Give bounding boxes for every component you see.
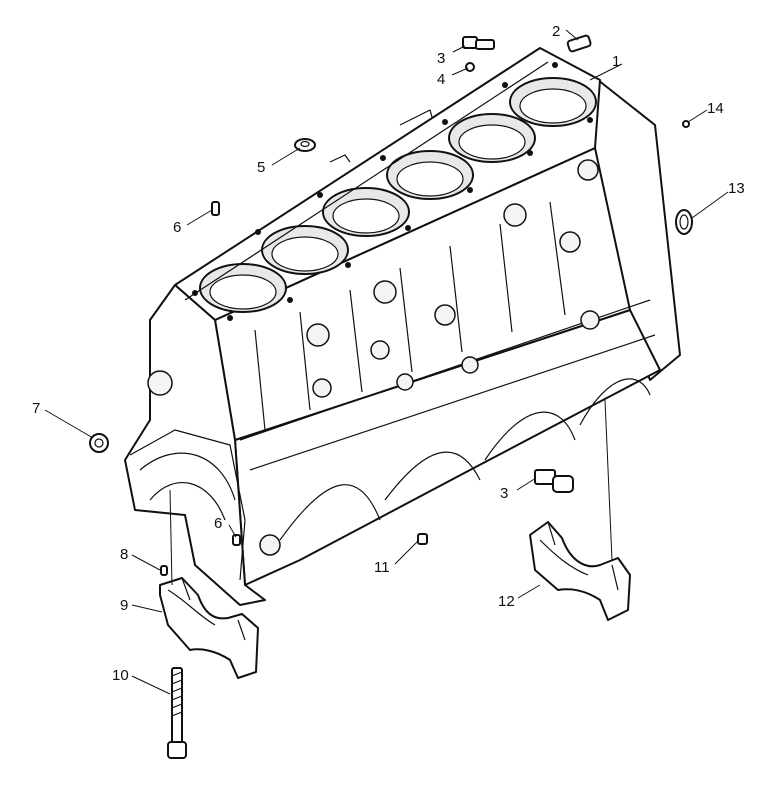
label-3-top: 3 (437, 50, 445, 67)
part-7-plug (89, 433, 109, 453)
label-8: 8 (120, 546, 128, 563)
label-11: 11 (374, 559, 390, 576)
label-5: 5 (257, 159, 265, 176)
part-9-bearing-cap (159, 577, 259, 679)
part-11-plug (417, 533, 428, 545)
label-7: 7 (32, 400, 40, 417)
part-4-plug (465, 62, 475, 72)
part-6-dowel-lower (232, 534, 241, 546)
label-13: 13 (728, 180, 745, 197)
label-6-lower: 6 (214, 515, 222, 532)
leader-lines (44, 29, 729, 695)
part-12-rear-bearing-cap (529, 521, 631, 621)
part-13-seal-ring (675, 209, 693, 235)
label-2: 2 (552, 23, 560, 40)
head-bolt-holes (192, 62, 593, 321)
part-2-dowel (566, 34, 592, 53)
label-12: 12 (498, 593, 515, 610)
label-4: 4 (437, 71, 445, 88)
label-9: 9 (120, 597, 128, 614)
part-10-cap-bolt (167, 667, 187, 759)
cylinder-bores (199, 77, 597, 313)
label-10: 10 (112, 667, 129, 684)
label-14: 14 (707, 100, 724, 117)
cylinder-block (124, 47, 681, 606)
part-6-dowel-top (211, 201, 220, 216)
part-8-pin (160, 565, 168, 576)
part-3-plug-top (462, 36, 495, 50)
part-labels: 1 2 3 4 5 6 14 13 7 3 6 8 9 11 12 10 (32, 23, 745, 684)
label-6-top: 6 (173, 219, 181, 236)
label-1: 1 (612, 53, 620, 70)
part-3-plug-lower (534, 469, 574, 493)
label-3-lower: 3 (500, 485, 508, 502)
part-14-ball (682, 120, 690, 128)
block-ports (147, 159, 600, 556)
